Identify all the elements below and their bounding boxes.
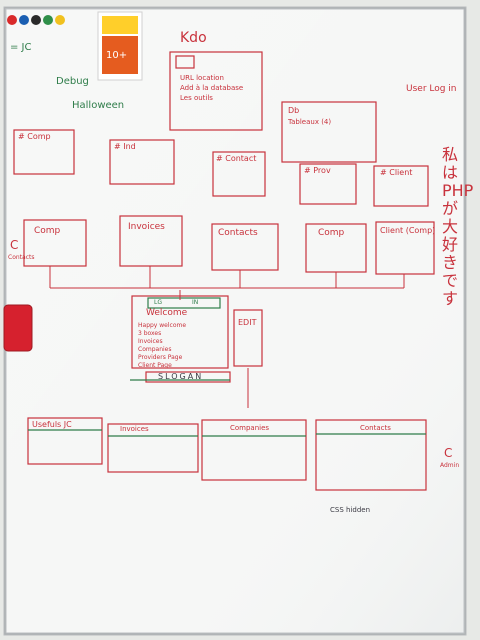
welcome-item-1: Happy welcome bbox=[138, 322, 187, 329]
comp-title: # Comp bbox=[18, 132, 51, 141]
halloween-label: Halloween bbox=[72, 100, 125, 111]
bottom-invoices-label: Invoices bbox=[120, 425, 149, 433]
contacts-box bbox=[211, 223, 279, 271]
eraser bbox=[3, 304, 33, 352]
c-left-sub: Contacts bbox=[8, 254, 35, 261]
prov-box bbox=[299, 163, 357, 205]
invoices-box bbox=[119, 215, 183, 267]
welcome-item-3: Invoices bbox=[138, 338, 163, 345]
welcome-item-2: 3 boxes bbox=[138, 330, 162, 337]
lg-label: LG bbox=[154, 299, 162, 306]
slogan-box bbox=[145, 371, 231, 383]
comp-box bbox=[13, 129, 75, 175]
client-comp-title: Client (Comp) bbox=[380, 226, 436, 235]
sticker-text: 10+ bbox=[106, 50, 127, 61]
bottom-contacts-label: Contacts bbox=[360, 424, 391, 432]
welcome-title: Welcome bbox=[146, 308, 188, 318]
contacts-title: Contacts bbox=[218, 228, 258, 238]
debug-label: Debug bbox=[56, 76, 89, 87]
client-box bbox=[373, 165, 429, 207]
in-label: IN bbox=[192, 299, 199, 306]
provider-title: Comp bbox=[318, 228, 345, 238]
kdo-label: Kdo bbox=[180, 30, 207, 46]
bottom-contacts-box bbox=[315, 419, 427, 491]
kdo-box bbox=[169, 51, 263, 131]
db-box bbox=[281, 101, 377, 163]
sticker-icon: 10+ bbox=[97, 11, 143, 81]
db-title: Db bbox=[288, 106, 300, 115]
ind-box bbox=[109, 139, 175, 185]
client-title: # Client bbox=[380, 168, 413, 177]
usefuls-label: Usefuls JC bbox=[32, 420, 72, 429]
welcome-item-6: Client Page bbox=[138, 362, 172, 369]
welcome-item-5: Providers Page bbox=[138, 354, 183, 361]
prov-title: # Prov bbox=[304, 166, 331, 175]
slogan: SLOGAN bbox=[158, 372, 204, 381]
edit-label: EDIT bbox=[238, 318, 257, 327]
welcome-item-4: Companies bbox=[138, 346, 172, 353]
css-hidden-note: CSS hidden bbox=[330, 506, 371, 514]
companies-box bbox=[23, 219, 87, 267]
kdo-item-1: URL location bbox=[180, 74, 224, 82]
bottom-invoices-box bbox=[107, 423, 199, 473]
user-login: User Log in bbox=[406, 84, 457, 94]
kdo-item-3: Les outils bbox=[180, 94, 213, 102]
bottom-companies-box bbox=[201, 419, 307, 481]
c-right-label: C bbox=[444, 446, 453, 460]
c-right-sub: Admin bbox=[440, 462, 460, 469]
c-left-label: C bbox=[10, 238, 19, 252]
contact-title: # Contact bbox=[216, 154, 257, 163]
right-vertical-text: 私はPHPが大好きです bbox=[442, 145, 474, 308]
companies-title: Comp bbox=[34, 226, 61, 236]
top-left-note: = JC bbox=[10, 42, 32, 53]
usefuls-box bbox=[27, 417, 103, 465]
bottom-companies-label: Companies bbox=[230, 424, 270, 432]
magnets bbox=[7, 15, 65, 25]
kdo-item-2: Add à la database bbox=[180, 84, 244, 92]
ind-title: # Ind bbox=[114, 142, 136, 151]
client-comp-box bbox=[375, 221, 435, 275]
invoices-title: Invoices bbox=[128, 222, 165, 232]
edit-box bbox=[233, 309, 263, 367]
db-item: Tableaux (4) bbox=[288, 118, 332, 126]
contact-box bbox=[212, 151, 266, 197]
